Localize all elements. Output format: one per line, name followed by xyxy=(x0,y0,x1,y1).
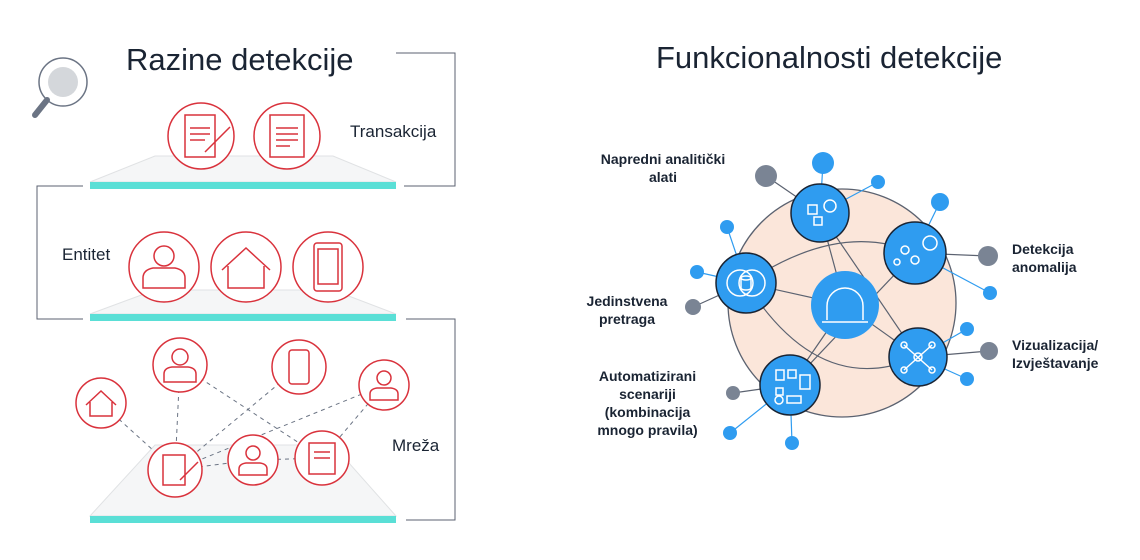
magnifier-icon xyxy=(32,57,88,118)
document-icon xyxy=(253,102,321,170)
red-icons xyxy=(75,102,410,498)
level-network-label: Mreža xyxy=(392,436,440,455)
document-pen-icon xyxy=(147,442,203,498)
phone-icon xyxy=(271,339,327,395)
level-transaction-label: Transakcija xyxy=(350,122,437,141)
document-icon xyxy=(294,430,350,486)
person-icon xyxy=(128,231,200,303)
bracket-lines xyxy=(36,52,456,521)
feature-analytics-label: Napredni analitički alati xyxy=(600,151,726,185)
feature-visualization-label: Vizualizacija/ Izvještavanje xyxy=(1012,337,1099,371)
feature-network xyxy=(685,152,998,450)
feature-scenarios-label: Automatizirani scenariji (kombinacija mn… xyxy=(597,368,698,438)
document-pen-icon xyxy=(167,102,235,170)
phone-icon xyxy=(292,231,364,303)
scenario-flow-icon xyxy=(759,354,821,416)
alarm-icon xyxy=(811,271,879,339)
house-icon xyxy=(210,231,282,303)
level-entity-label: Entitet xyxy=(62,245,111,264)
gear-icon xyxy=(790,183,850,243)
database-search-icon xyxy=(715,252,777,314)
right-title: Funkcionalnosti detekcije xyxy=(656,40,1003,75)
house-icon xyxy=(75,377,127,429)
person-icon xyxy=(227,434,279,486)
person-icon xyxy=(152,337,208,393)
feature-anomaly-label: Detekcija anomalija xyxy=(1012,241,1077,275)
person-icon xyxy=(358,359,410,411)
anomaly-icon xyxy=(883,221,947,285)
left-title: Razine detekcije xyxy=(126,42,354,77)
feature-search-label: Jedinstvena pretraga xyxy=(586,293,668,327)
